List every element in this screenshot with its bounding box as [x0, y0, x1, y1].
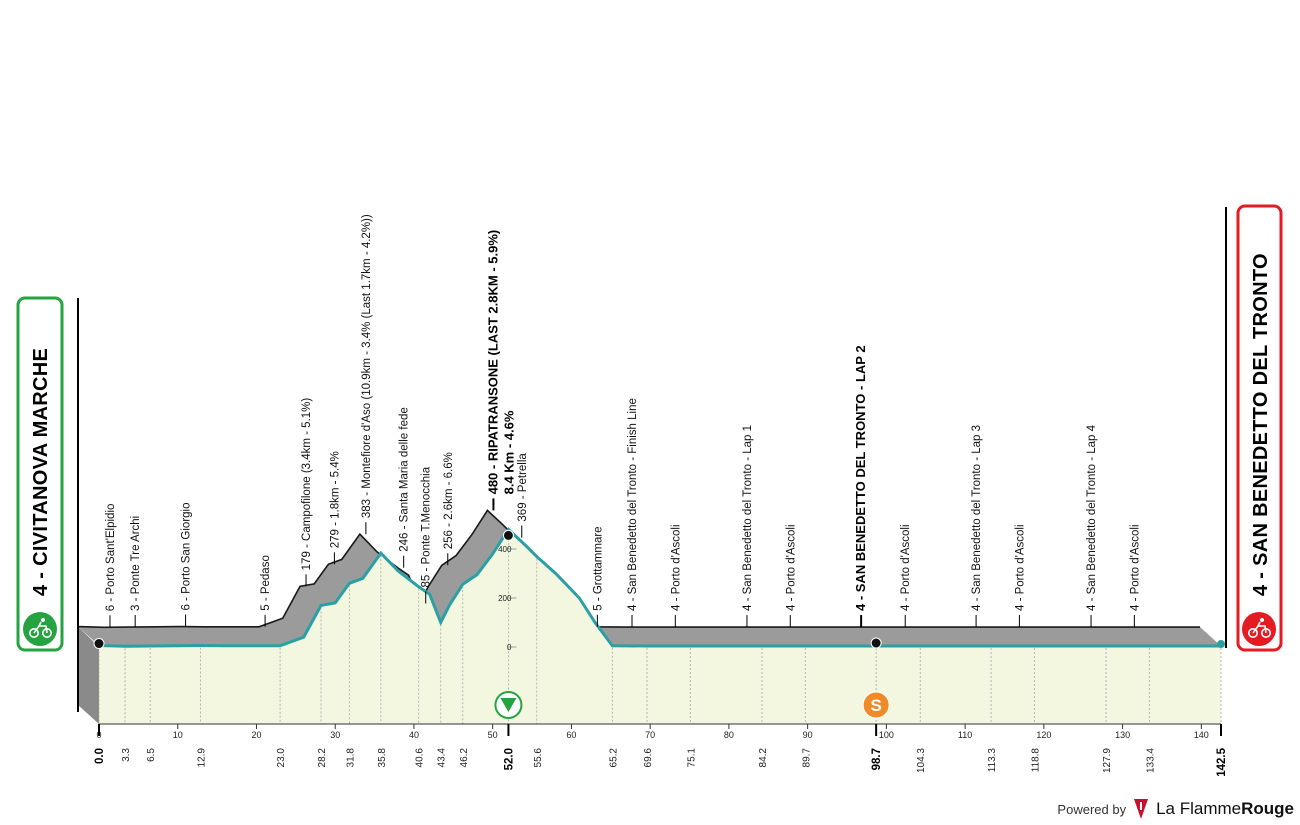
- km-label: 69.6: [643, 748, 654, 768]
- summit-dot: [502, 529, 514, 541]
- powered-by-text: Powered by: [1057, 801, 1127, 817]
- finish-badge: 4 - SAN BENEDETTO DEL TRONTO: [1225, 204, 1283, 652]
- point-label: 4 - Porto d'Ascoli: [1129, 524, 1141, 611]
- point-label: 4 - Porto d'Ascoli: [670, 524, 682, 611]
- x-tick-label: 90: [803, 730, 813, 740]
- start-dot: [93, 638, 105, 650]
- point-label: 6 - Porto Sant'Elpidio: [105, 504, 117, 612]
- finish-dot: [1217, 640, 1225, 649]
- x-tick-label: 80: [724, 730, 734, 740]
- x-tick-label: 60: [566, 730, 576, 740]
- km-label: 118.8: [1030, 748, 1041, 773]
- km-label: 43.4: [437, 748, 448, 768]
- x-tick-label: 140: [1194, 730, 1209, 740]
- x-tick-label: 100: [879, 730, 894, 740]
- point-label: 256 - 2.6km - 6.6%: [443, 452, 455, 549]
- start-badge: 4 - CIVITANOVA MARCHE: [16, 296, 79, 712]
- point-label: 4 - San Benedetto del Tronto - Lap 4: [1086, 424, 1098, 611]
- point-label: 4 - Porto d'Ascoli: [900, 524, 912, 611]
- km-label: 46.2: [459, 748, 470, 768]
- lap-dot: [870, 637, 882, 649]
- route-points: 6 - Porto Sant'Elpidio 3 - Ponte Tre Arch…: [105, 214, 1141, 628]
- profile-left-face: [78, 626, 99, 724]
- profile-side-face: [78, 510, 1221, 647]
- finish-cyclist-icon: [1242, 612, 1276, 646]
- x-tick-label: 120: [1036, 730, 1051, 740]
- km-label: 104.3: [916, 748, 927, 773]
- km-label: 142.5: [1216, 747, 1228, 776]
- point-label: 246 - Santa Maria delle fede: [399, 407, 411, 551]
- point-label: 383 - Montefiore d'Aso (10.9km - 3.4% (L…: [361, 214, 373, 518]
- x-tick-label: 30: [330, 730, 340, 740]
- km-label: 6.5: [146, 748, 157, 762]
- flamme-rouge-logo-icon: [1134, 799, 1149, 819]
- km-label: 89.7: [801, 748, 812, 768]
- profile-3d-side: [77, 509, 1221, 724]
- km-label: 35.8: [377, 748, 388, 768]
- km-label: 40.6: [415, 748, 426, 768]
- point-label: 5 - Grottammare: [592, 526, 604, 610]
- x-tick-label: 110: [958, 730, 972, 740]
- km-label: 65.2: [608, 748, 619, 768]
- x-tick-label: 70: [645, 730, 655, 740]
- sprint-marker-icon: [862, 691, 890, 719]
- profile-front-face: [99, 529, 1221, 724]
- point-label: 480 - RIPATRANSONE (LAST 2.8KM - 5.9%): [485, 230, 500, 495]
- x-tick-label: 130: [1115, 730, 1130, 740]
- km-label: 84.2: [758, 748, 769, 768]
- km-label: 28.2: [317, 748, 328, 768]
- point-label: 179 - Campofilone (3.4km - 5.1%): [301, 398, 313, 571]
- point-label: 85 - Ponte T.Menocchia: [421, 466, 433, 587]
- x-tick-label: 40: [409, 730, 419, 740]
- point-label: 5 - Pedaso: [260, 555, 272, 611]
- start-city-label: 4 - CIVITANOVA MARCHE: [30, 348, 52, 596]
- profile-line: [98, 527, 1221, 648]
- x-axis: 01020304050607080901001101201301400.03.3…: [94, 723, 1228, 777]
- profile-top-line: [77, 509, 1200, 629]
- start-box: [16, 296, 64, 652]
- altitude-scale: 0 200 400: [498, 545, 517, 652]
- brand-name-light: La Flamme: [1156, 799, 1242, 818]
- point-extra-label: 8.4 Km - 4.6%: [501, 410, 516, 494]
- point-label: 6 - Porto San Giorgio: [181, 502, 193, 610]
- point-label: 3 - Ponte Tre Archi: [130, 516, 142, 611]
- kom-triangle-icon: [500, 698, 517, 712]
- point-label: 4 - SAN BENEDETTO DEL TRONTO - LAP 2: [853, 345, 868, 611]
- point-label: 4 - Porto d'Ascoli: [785, 524, 797, 611]
- km-label: 55.6: [533, 748, 544, 768]
- sprint-label: S: [870, 696, 881, 715]
- km-label: 127.9: [1102, 748, 1113, 773]
- point-label: 4 - San Benedetto del Tronto - Lap 1: [742, 425, 754, 611]
- km-label: 23.0: [276, 748, 287, 768]
- profile-area: [98, 527, 1221, 724]
- km-label: 3.3: [121, 748, 132, 762]
- point-label: 4 - Porto d'Ascoli: [1014, 524, 1026, 611]
- altitude-tick-label: 0: [507, 643, 512, 652]
- point-label: 279 - 1.8km - 5.4%: [329, 451, 341, 548]
- brand-name: La FlammeRouge: [1156, 799, 1294, 819]
- km-label: 52.0: [503, 748, 515, 770]
- markers: S: [93, 529, 1225, 719]
- start-cyclist-icon: [23, 612, 57, 646]
- finish-box: [1236, 204, 1283, 652]
- x-tick-label: 20: [251, 730, 261, 740]
- point-label: 4 - San Benedetto del Tronto - Lap 3: [971, 425, 983, 611]
- x-tick-label: 50: [488, 730, 498, 740]
- km-label: 31.8: [345, 748, 356, 768]
- x-tick-label: 10: [173, 730, 183, 740]
- finish-city-label: 4 - SAN BENEDETTO DEL TRONTO: [1250, 253, 1272, 596]
- km-label: 0.0: [94, 748, 106, 764]
- km-label: 133.4: [1145, 748, 1156, 773]
- km-label: 98.7: [871, 748, 883, 770]
- km-label: 12.9: [197, 748, 208, 768]
- km-label: 113.3: [987, 748, 998, 773]
- km-label: 75.1: [686, 748, 697, 768]
- point-label: 4 - San Benedetto del Tronto - Finish Li…: [627, 398, 639, 611]
- brand-name-bold: Rouge: [1241, 799, 1294, 818]
- altitude-tick-label: 400: [498, 545, 512, 554]
- point-label: 369 - Petrella: [517, 453, 529, 522]
- footer-brand: Powered by La FlammeRouge: [1057, 799, 1294, 819]
- altitude-tick-label: 200: [498, 594, 512, 603]
